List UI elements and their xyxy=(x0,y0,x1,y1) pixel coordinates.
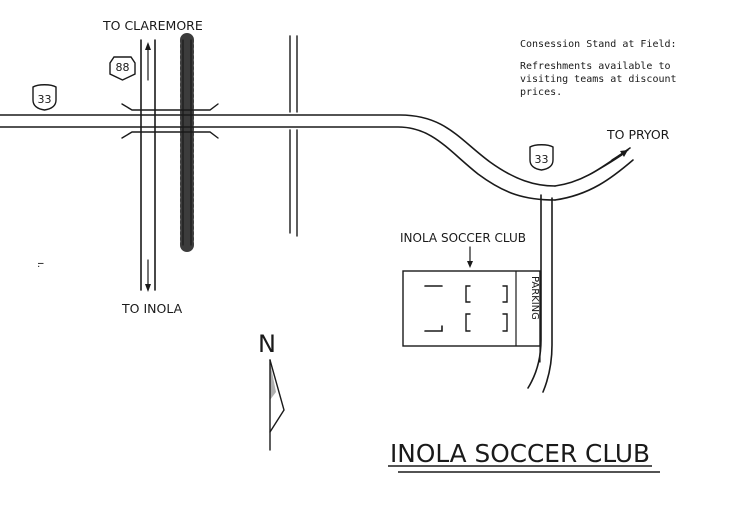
highway-88-road xyxy=(140,39,156,291)
title-text: INOLA SOCCER CLUB xyxy=(390,439,650,468)
club-pointer-arrow xyxy=(467,246,473,268)
north-arrow: N xyxy=(258,330,285,451)
north-letter: N xyxy=(258,330,276,358)
label-to-claremore: TO CLAREMORE xyxy=(102,18,203,33)
direction-arrow-claremore xyxy=(145,42,151,81)
label-club-pointer: INOLA SOCCER CLUB xyxy=(400,231,526,245)
us-33-shield-east: 33 xyxy=(529,144,554,171)
note-line-4: prices. xyxy=(520,87,562,98)
overpass-marks xyxy=(121,103,219,139)
label-to-inola: TO INOLA xyxy=(121,301,183,316)
note-line-2: Refreshments available to xyxy=(520,61,671,72)
us-33-shield-west: 33 xyxy=(32,84,57,111)
concession-note: Consession Stand at Field: Refreshments … xyxy=(520,39,677,98)
note-line-3: visiting teams at discount xyxy=(520,74,677,85)
map-title: INOLA SOCCER CLUB xyxy=(388,439,660,473)
us-33-label-west: 33 xyxy=(38,93,52,106)
direction-arrow-inola xyxy=(145,259,151,292)
label-to-pryor: TO PRYOR xyxy=(606,127,670,142)
us-33-label-east: 33 xyxy=(535,153,549,166)
side-road xyxy=(289,35,298,237)
direction-arrow-pryor xyxy=(611,149,629,161)
highway-33-east-leg xyxy=(554,147,634,201)
field-access-road xyxy=(527,194,553,393)
label-parking: PARKING xyxy=(529,276,540,320)
railroad-track xyxy=(180,33,194,252)
soccer-field xyxy=(402,270,541,347)
sh-88-shield: 88 xyxy=(109,56,136,81)
stray-mark: ı. xyxy=(35,262,46,268)
note-line-1: Consession Stand at Field: xyxy=(520,39,677,50)
highway-33-road xyxy=(0,114,556,201)
sh-88-label: 88 xyxy=(116,61,130,74)
